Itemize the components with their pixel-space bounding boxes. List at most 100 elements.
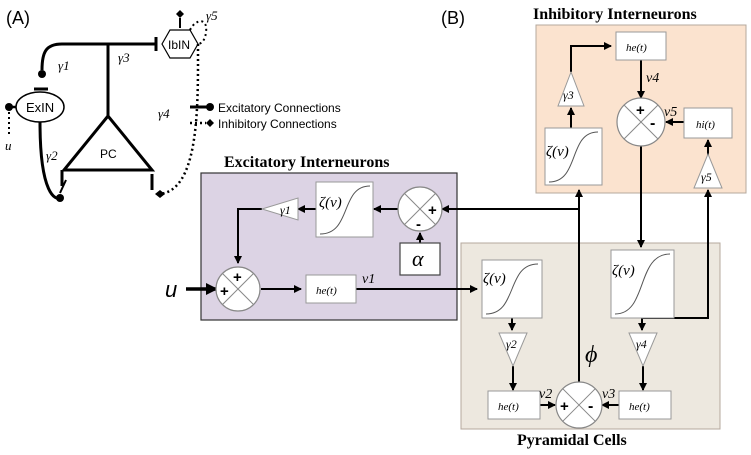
pyramidal-gamma4-triangle <box>628 332 658 368</box>
pyramidal-sum-minus: - <box>588 398 593 415</box>
ibin-node-label: IbIN <box>168 38 190 52</box>
panel-a: (A) PC ExIN IbIN u <box>5 8 341 202</box>
pc-to-exin-connection <box>40 42 63 71</box>
wires <box>186 42 712 409</box>
panel-a-gamma4: γ4 <box>158 106 170 121</box>
excitatory-sigmoid-box <box>315 181 374 238</box>
panel-b-input-label: u <box>165 277 177 302</box>
ibin-self-loop <box>189 20 208 45</box>
pyramidal-sigmoid-right-block: ζ(ν) <box>610 249 675 319</box>
inhibitory-hi-box <box>683 107 733 139</box>
excitatory-gamma1-triangle <box>260 197 299 221</box>
inhibitory-gamma3-label: γ3 <box>563 88 574 102</box>
pyramidal-gamma4-block: γ4 <box>628 332 658 368</box>
pyramidal-sigmoid-right-curve <box>614 253 671 315</box>
signal-v5-label: v5 <box>664 105 677 120</box>
excitatory-he-label: he(t) <box>316 285 337 297</box>
pyramidal-he-right-block: he(t) <box>618 390 672 420</box>
inhibitory-gamma5-triangle <box>693 152 723 189</box>
signal-v4-label: v4 <box>646 71 659 86</box>
pyramidal-he-right-box <box>618 390 672 420</box>
wire-gamma3-to-he <box>570 42 612 72</box>
inhibitory-hi-label: hi(t) <box>696 119 715 131</box>
inhibitory-hi-block: hi(t) <box>683 107 733 139</box>
inhibitory-gamma3-block: γ3 <box>557 70 585 107</box>
pyramidal-sigmoid-left-label: ζ(ν) <box>483 271 506 287</box>
excitatory-he-block: he(t) <box>305 274 357 304</box>
panel-a-gamma1: γ1 <box>58 58 70 73</box>
pyramidal-sigmoid-left-block: ζ(ν) <box>481 259 543 319</box>
pyramidal-sigmoid-right-label: ζ(ν) <box>612 263 635 279</box>
pyramidal-he-right-label: he(t) <box>629 401 650 413</box>
panel-a-gamma3: γ3 <box>118 50 130 65</box>
inhibitory-group-title: Inhibitory Interneurons <box>533 6 697 23</box>
excitatory-input-sum-plus-left: + <box>220 283 229 300</box>
panel-a-gamma2: γ2 <box>46 148 58 163</box>
inhibitory-sum-plus: + <box>636 102 645 119</box>
inhibitory-he-label: he(t) <box>626 42 647 54</box>
legend-excitatory-dot <box>206 103 214 111</box>
alpha-label: α <box>412 246 424 271</box>
inhibitory-sum-minus: - <box>650 115 655 132</box>
excitatory-gamma1-block: γ1 <box>260 197 299 221</box>
ibin-inhibitory-diamond <box>155 190 165 198</box>
panel-b-label: (B) <box>441 8 465 28</box>
panel-a-label: (A) <box>6 8 30 28</box>
pyramidal-gamma2-triangle <box>498 332 528 368</box>
panel-b: (B) Inhibitory Interneurons Excitatory I… <box>165 6 747 449</box>
panel-a-legend: Excitatory Connections Inhibitory Connec… <box>190 101 341 131</box>
excitatory-feedback-sum-x2 <box>404 193 436 225</box>
inhibitory-sigmoid-label: ζ(ν) <box>546 144 569 160</box>
exin-node-label: ExIN <box>26 100 54 115</box>
panel-a-input-label: u <box>5 138 12 153</box>
pyramidal-sum-x2 <box>562 388 596 422</box>
exin-output-dot <box>56 194 64 202</box>
pyramidal-sigmoid-left-curve <box>485 263 539 315</box>
legend-excitatory-label: Excitatory Connections <box>218 101 341 115</box>
pyramidal-sum-plus: + <box>560 398 569 415</box>
inhibitory-he-box <box>615 31 667 61</box>
excitatory-sigmoid-label: ζ(ν) <box>319 195 342 211</box>
pyramidal-group-title: Pyramidal Cells <box>517 432 627 449</box>
excitatory-feedback-sum: + - <box>397 186 443 233</box>
excitatory-group-title: Excitatory Interneurons <box>224 154 389 171</box>
panel-a-gamma5: γ5 <box>206 8 218 23</box>
excitatory-feedback-sum-minus: - <box>416 216 421 233</box>
legend-inhibitory-diamond <box>206 119 214 127</box>
pyramidal-sum: + - <box>555 381 603 429</box>
wire-gamma1-to-sum <box>234 208 262 264</box>
pyramidal-gamma2-label: γ2 <box>506 337 517 351</box>
signal-v3-label: v3 <box>602 387 615 402</box>
signal-v2-label: v2 <box>539 387 552 402</box>
inhibitory-sigmoid-curve <box>548 131 599 183</box>
inhibitory-sum: + - <box>616 97 666 147</box>
pc-node-triangle <box>60 113 156 172</box>
excitatory-input-sum-x2 <box>222 273 254 305</box>
pyramidal-he-left-box <box>487 390 541 420</box>
exin-input-line <box>59 179 67 194</box>
alpha-box <box>399 242 441 276</box>
excitatory-sigmoid-curve <box>319 185 371 235</box>
legend-inhibitory-label: Inhibitory Connections <box>218 117 337 131</box>
excitatory-gamma1-label: γ1 <box>280 203 291 217</box>
ibin-to-pc-connection <box>159 44 200 196</box>
pyramidal-he-left-label: he(t) <box>498 401 519 413</box>
excitatory-sigmoid-block: ζ(ν) <box>315 181 374 238</box>
pc-node-label: PC <box>100 147 117 161</box>
pyramidal-gamma4-label: γ4 <box>636 337 647 351</box>
pyramidal-gamma2-block: γ2 <box>498 332 528 368</box>
inhibitory-gamma5-block: γ5 <box>693 152 723 189</box>
pyramidal-he-left-block: he(t) <box>487 390 541 420</box>
inhibitory-gamma5-label: γ5 <box>701 170 712 184</box>
ibin-self-diamond <box>176 10 184 18</box>
excitatory-he-box <box>305 274 357 304</box>
inhibitory-he-block: he(t) <box>615 31 667 61</box>
excitatory-input-sum: + + <box>215 266 261 312</box>
inhibitory-sigmoid-box <box>544 127 603 186</box>
inhibitory-sum-x2 <box>623 104 659 140</box>
excitatory-feedback-sum-plus: + <box>428 202 437 219</box>
excitatory-input-sum-plus-top: + <box>233 269 242 286</box>
alpha-block: α <box>399 242 441 276</box>
phi-label: ϕ <box>585 342 597 368</box>
